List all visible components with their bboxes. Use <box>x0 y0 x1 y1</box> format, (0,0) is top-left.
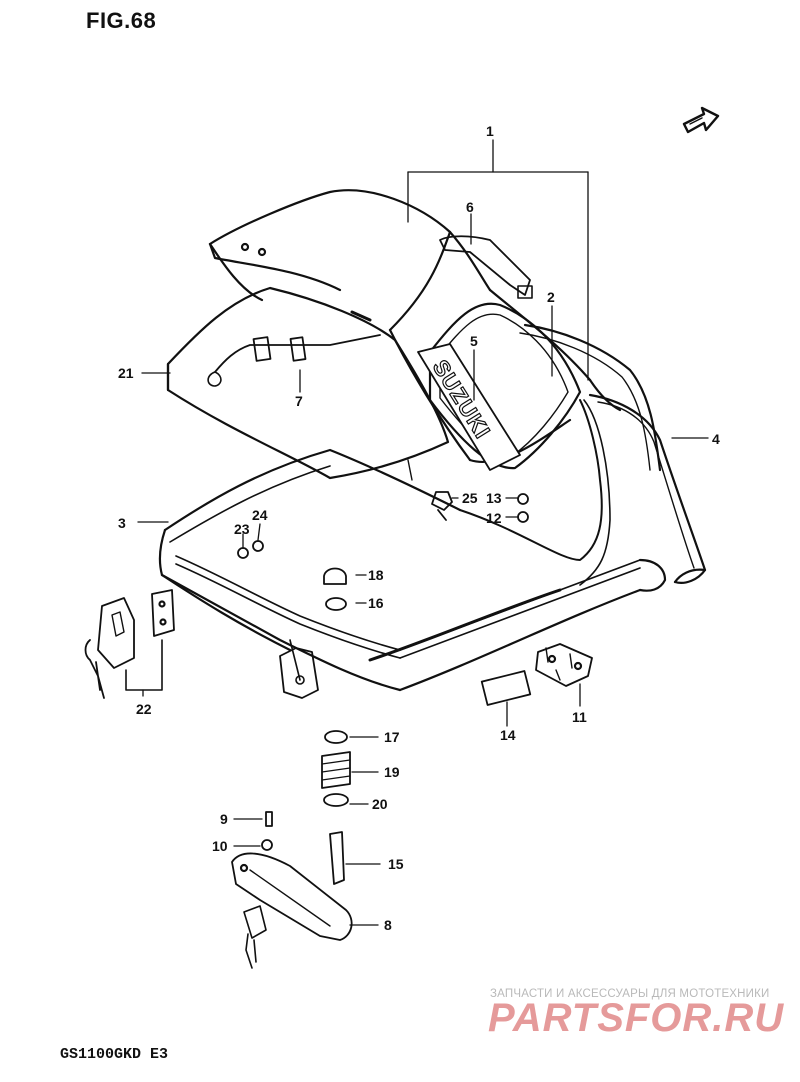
front-direction-arrow-icon <box>682 106 720 134</box>
key-icon <box>84 639 105 699</box>
label-14: 14 <box>500 727 516 743</box>
label-9: 9 <box>220 811 228 827</box>
label-18: 18 <box>368 567 384 583</box>
gasket-strip-4 <box>588 393 707 584</box>
hinge-6 <box>439 235 533 299</box>
label-16: 16 <box>368 595 384 611</box>
leader-lines <box>137 139 709 926</box>
label-20: 20 <box>372 796 388 812</box>
fasteners <box>237 459 529 885</box>
label-11: 11 <box>572 709 587 725</box>
label-13: 13 <box>486 490 502 506</box>
label-8: 8 <box>384 917 392 933</box>
front-latch <box>279 647 319 699</box>
label-4: 4 <box>712 431 720 447</box>
part-labels: 1 2 3 4 5 6 7 8 9 10 11 12 13 14 15 16 1… <box>118 123 720 933</box>
case-body <box>158 399 667 692</box>
label-10: 10 <box>212 838 228 854</box>
label-6: 6 <box>466 199 474 215</box>
label-12: 12 <box>486 510 502 526</box>
lock-22 <box>84 589 175 699</box>
label-24: 24 <box>252 507 268 523</box>
model-code: GS1100GKD E3 <box>60 1046 169 1063</box>
label-5: 5 <box>470 333 478 349</box>
label-2: 2 <box>547 289 555 305</box>
label-17: 17 <box>384 729 400 745</box>
label-25: 25 <box>462 490 478 506</box>
lid-shell <box>208 189 622 463</box>
gasket-2 <box>519 323 662 472</box>
label-22: 22 <box>136 701 152 717</box>
label-19: 19 <box>384 764 400 780</box>
watermark-tagline: ЗАПЧАСТИ И АКСЕССУАРЫ ДЛЯ МОТОТЕХНИКИ <box>490 988 770 1000</box>
watermark-logo: PARTSFOR.RU <box>488 996 785 1040</box>
inner-lid-panel <box>166 286 450 480</box>
plate-14 <box>480 670 532 706</box>
key-icon <box>245 933 257 969</box>
label-7: 7 <box>295 393 303 409</box>
label-15: 15 <box>388 856 404 872</box>
hinge-11 <box>535 643 593 687</box>
figure-title: FIG.68 <box>86 8 157 33</box>
bracket-8 <box>231 852 353 969</box>
label-3: 3 <box>118 515 126 531</box>
label-1: 1 <box>486 123 494 139</box>
emblem-panel <box>417 343 521 471</box>
label-21: 21 <box>118 365 134 381</box>
label-23: 23 <box>234 521 250 537</box>
